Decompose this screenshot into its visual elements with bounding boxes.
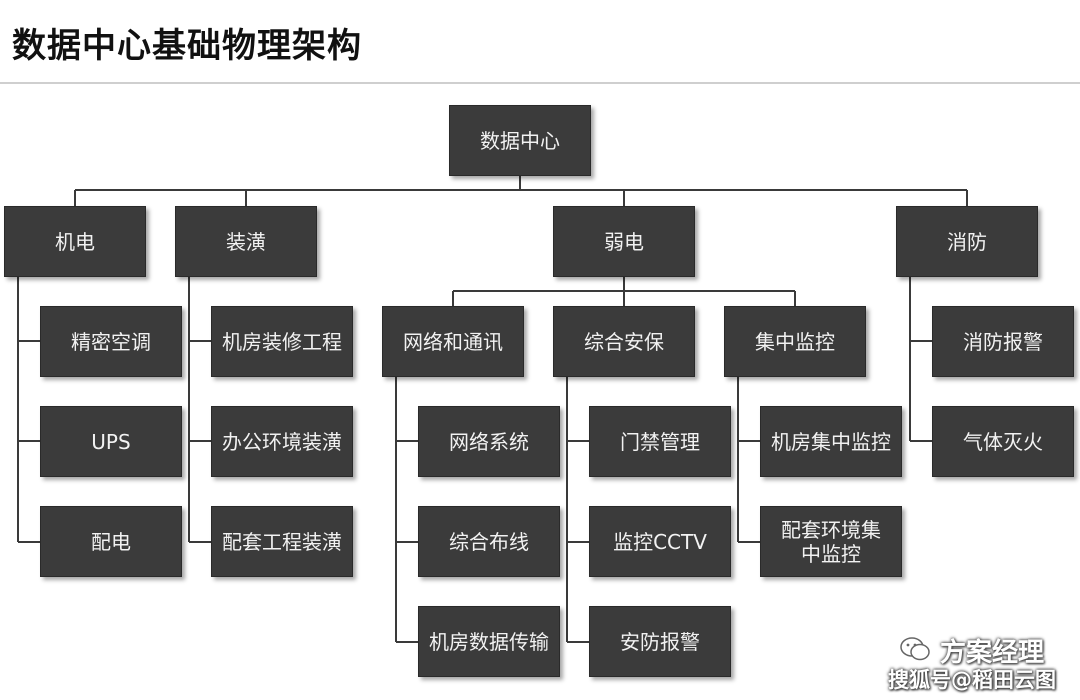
node-jifang-jizhong: 机房集中监控 (760, 406, 902, 477)
node-ups: UPS (40, 406, 182, 477)
node-jifang-zhuangxiu: 机房装修工程 (211, 306, 353, 377)
page-title: 数据中心基础物理架构 (12, 26, 362, 66)
node-jifang-shuju: 机房数据传输 (418, 606, 560, 677)
node-zhuangpin: 装潢 (175, 206, 317, 277)
node-jizhong-jiankong: 集中监控 (724, 306, 866, 377)
node-menjin: 门禁管理 (589, 406, 731, 477)
node-jidian: 机电 (4, 206, 146, 277)
node-data-center: 数据中心 (449, 105, 591, 176)
node-wangluo-xitong: 网络系统 (418, 406, 560, 477)
node-zonghe-buxian: 综合布线 (418, 506, 560, 577)
node-cctv: 监控CCTV (589, 506, 731, 577)
node-ruodian: 弱电 (553, 206, 695, 277)
title-divider (0, 82, 1080, 84)
node-peitao-huanjing: 配套环境集中监控 (760, 506, 902, 577)
node-jingmi-kongtiao: 精密空调 (40, 306, 182, 377)
node-wangluo-tongxun: 网络和通讯 (382, 306, 524, 377)
node-anfang: 安防报警 (589, 606, 731, 677)
node-bangong-huanjing: 办公环境装潢 (211, 406, 353, 477)
node-xiaofang: 消防 (896, 206, 1038, 277)
watermark-text: 方案经理 (940, 638, 1045, 668)
node-peitao-gongcheng: 配套工程装潢 (211, 506, 353, 577)
node-qiti-miehuo: 气体灭火 (932, 406, 1074, 477)
node-xiaofang-baojing: 消防报警 (932, 306, 1074, 377)
node-zonghe-anbao: 综合安保 (553, 306, 695, 377)
node-peidian: 配电 (40, 506, 182, 577)
wechat-icon (900, 637, 930, 661)
watermark-source: 搜狐号@稻田云图 (888, 668, 1056, 692)
